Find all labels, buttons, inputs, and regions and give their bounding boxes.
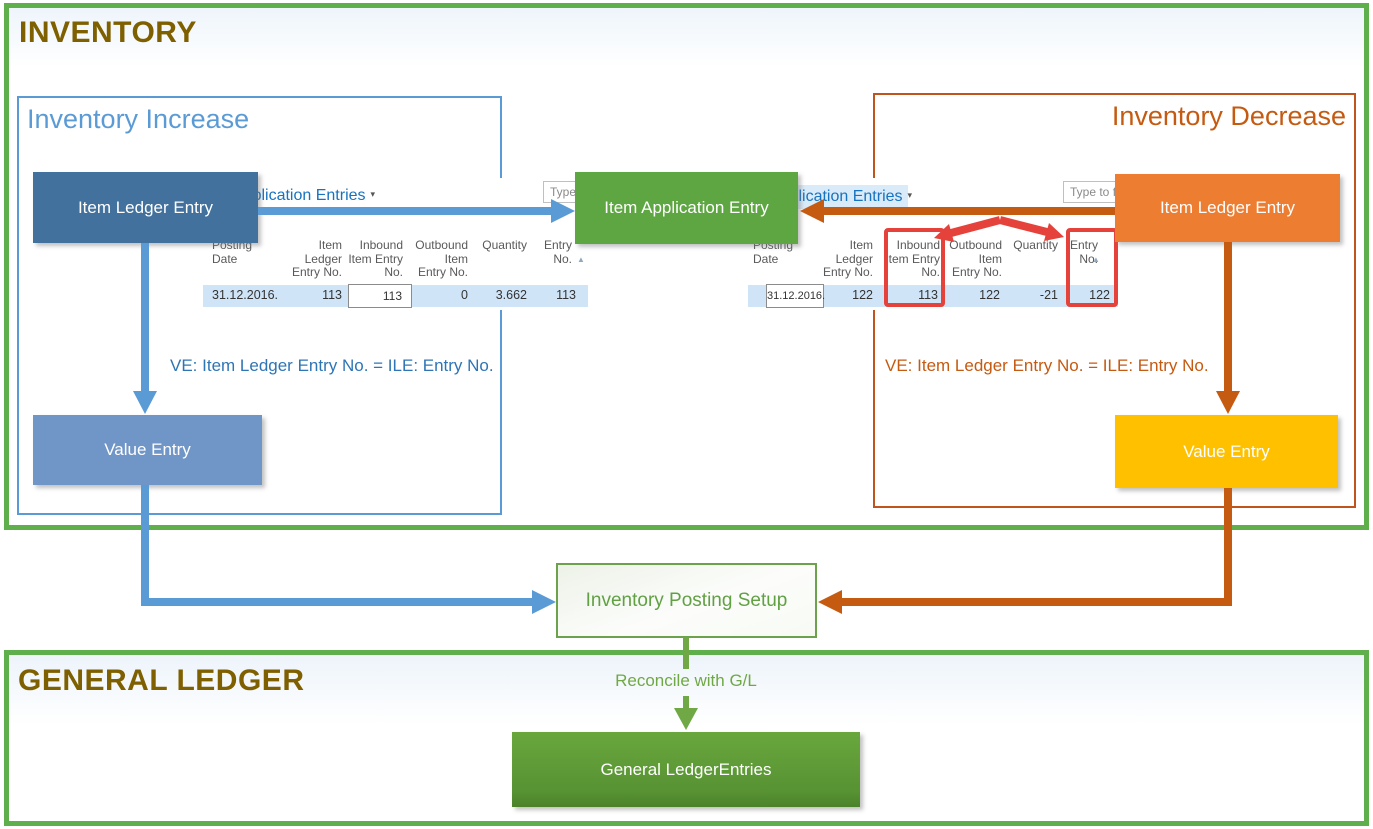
column-header-item-ledger-entry-no[interactable]: Item Ledger Entry No. (291, 238, 342, 279)
ve-join-note-increase: VE: Item Ledger Entry No. = ILE: Entry N… (170, 356, 494, 375)
dropdown-caret-icon[interactable]: ▾ (907, 190, 913, 200)
cell-item-ledger-entry-no[interactable]: 113 (322, 288, 342, 302)
column-header-entry-no[interactable]: Entry No. (543, 238, 572, 266)
highlight-inbound-item-entry-no-column (884, 228, 945, 307)
cell-outbound-item-entry-no[interactable]: 0 (461, 288, 468, 302)
item-application-entry-box: Item Application Entry (575, 172, 798, 244)
value-entry-box-increase: Value Entry (33, 415, 262, 485)
inventory-decrease-title: Inventory Decrease (1111, 101, 1346, 131)
column-header-posting-date[interactable]: Posting Date (212, 238, 253, 266)
cell-inbound-item-entry-no[interactable]: 113 (918, 288, 938, 302)
value-entry-box-decrease: Value Entry (1115, 415, 1338, 488)
sort-ascending-icon[interactable]: ▲ (1092, 255, 1100, 264)
cell-quantity[interactable]: -21 (1039, 288, 1058, 302)
item-ledger-entry-box-increase: Item Ledger Entry (33, 172, 258, 243)
highlight-entry-no-column (1066, 228, 1118, 307)
column-header-entry-no[interactable]: Entry No. (1069, 238, 1098, 266)
column-header-outbound-item-entry-no[interactable]: Outbound Item Entry No. (415, 238, 468, 279)
increase-table-page-title[interactable]: Application Entries ▾ (233, 187, 375, 205)
sort-ascending-icon[interactable]: ▲ (577, 255, 585, 264)
cell-item-ledger-entry-no[interactable]: 122 (852, 288, 873, 302)
decrease-table-row[interactable] (748, 285, 1118, 307)
column-header-quantity[interactable]: Quantity (1013, 238, 1058, 252)
column-header-outbound-item-entry-no[interactable]: Outbound Item Entry No. (949, 238, 1002, 279)
cell-entry-no[interactable]: 113 (556, 288, 576, 302)
ve-join-note-decrease: VE: Item Ledger Entry No. = ILE: Entry N… (885, 356, 1209, 375)
cell-outbound-item-entry-no[interactable]: 122 (979, 288, 1000, 302)
cell-posting-date[interactable]: 31.12.2016. (212, 288, 279, 302)
increase-page-title-label: Application Entries (233, 187, 366, 204)
cell-quantity[interactable]: 3.662 (495, 288, 527, 302)
column-header-inbound-item-entry-no[interactable]: Inbound Item Entry No. (348, 238, 403, 279)
column-header-item-ledger-entry-no[interactable]: Item Ledger Entry No. (822, 238, 873, 279)
general-ledger-section-title: GENERAL LEDGER (18, 664, 305, 697)
inventory-section-title: INVENTORY (19, 16, 197, 49)
inventory-posting-setup-box: Inventory Posting Setup (556, 563, 817, 638)
general-ledger-entries-box: General LedgerEntries (512, 732, 860, 807)
focused-cell-inbound-item-entry-no[interactable]: 113 (348, 284, 412, 308)
item-ledger-entry-box-decrease: Item Ledger Entry (1115, 174, 1340, 242)
focused-cell-posting-date[interactable]: 31.12.2016. (766, 284, 825, 308)
column-header-inbound-item-entry-no[interactable]: Inbound Item Entry No. (885, 238, 940, 279)
dropdown-caret-icon[interactable]: ▾ (370, 189, 376, 199)
column-header-quantity[interactable]: Quantity (482, 238, 527, 252)
inventory-increase-title: Inventory Increase (27, 104, 250, 134)
reconcile-note: Reconcile with G/L (615, 671, 757, 690)
cell-entry-no[interactable]: 122 (1089, 288, 1110, 302)
